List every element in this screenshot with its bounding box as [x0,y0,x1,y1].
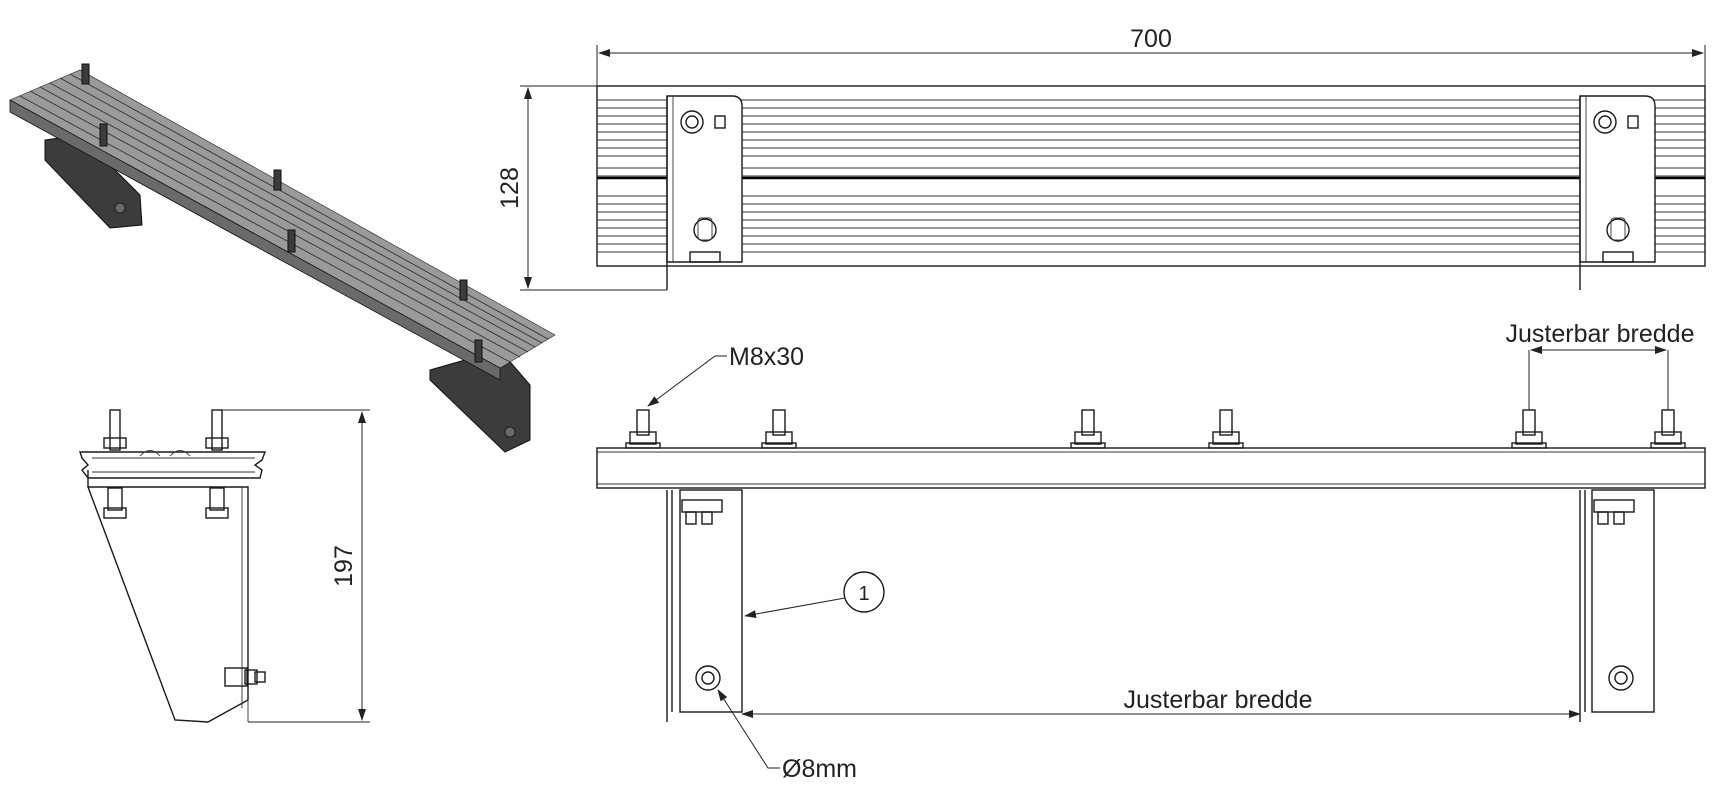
dimension-197: 197 [222,409,370,723]
hole-diameter-label: Ø8mm [782,755,857,783]
front-view-bolts [625,409,1686,449]
iso-bolts [81,63,483,363]
side-view-bolts [103,409,266,687]
side-view: 197 [79,409,370,723]
item-balloon: 1 [744,571,885,618]
adjustable-width-top: Justerbar bredde [1505,320,1695,410]
top-view-right-bracket [1579,95,1656,290]
front-view-left-bracket [666,489,743,722]
top-view-left-bracket [666,95,743,290]
dimension-128: 128 [496,85,667,291]
adjustable-width-top-label: Justerbar bredde [1505,320,1694,348]
bolt-spec-label: M8x30 [729,343,804,371]
adjustable-width-bottom: Justerbar bredde [741,686,1581,718]
front-view: M8x30 Justerbar bredde Justerbar bredde … [596,320,1706,783]
bracket-height-label: 197 [330,545,358,587]
bolt-callout: M8x30 [647,343,804,407]
height-label: 128 [496,167,524,209]
adjustable-width-bottom-label: Justerbar bredde [1123,686,1312,714]
overall-length-label: 700 [1130,25,1172,53]
item-balloon-label: 1 [858,583,869,605]
top-view: 700 128 [496,25,1706,291]
hole-callout: Ø8mm [717,689,857,783]
dimension-700: 700 [596,25,1706,86]
isometric-view [9,63,556,453]
front-view-right-bracket [1579,489,1655,722]
